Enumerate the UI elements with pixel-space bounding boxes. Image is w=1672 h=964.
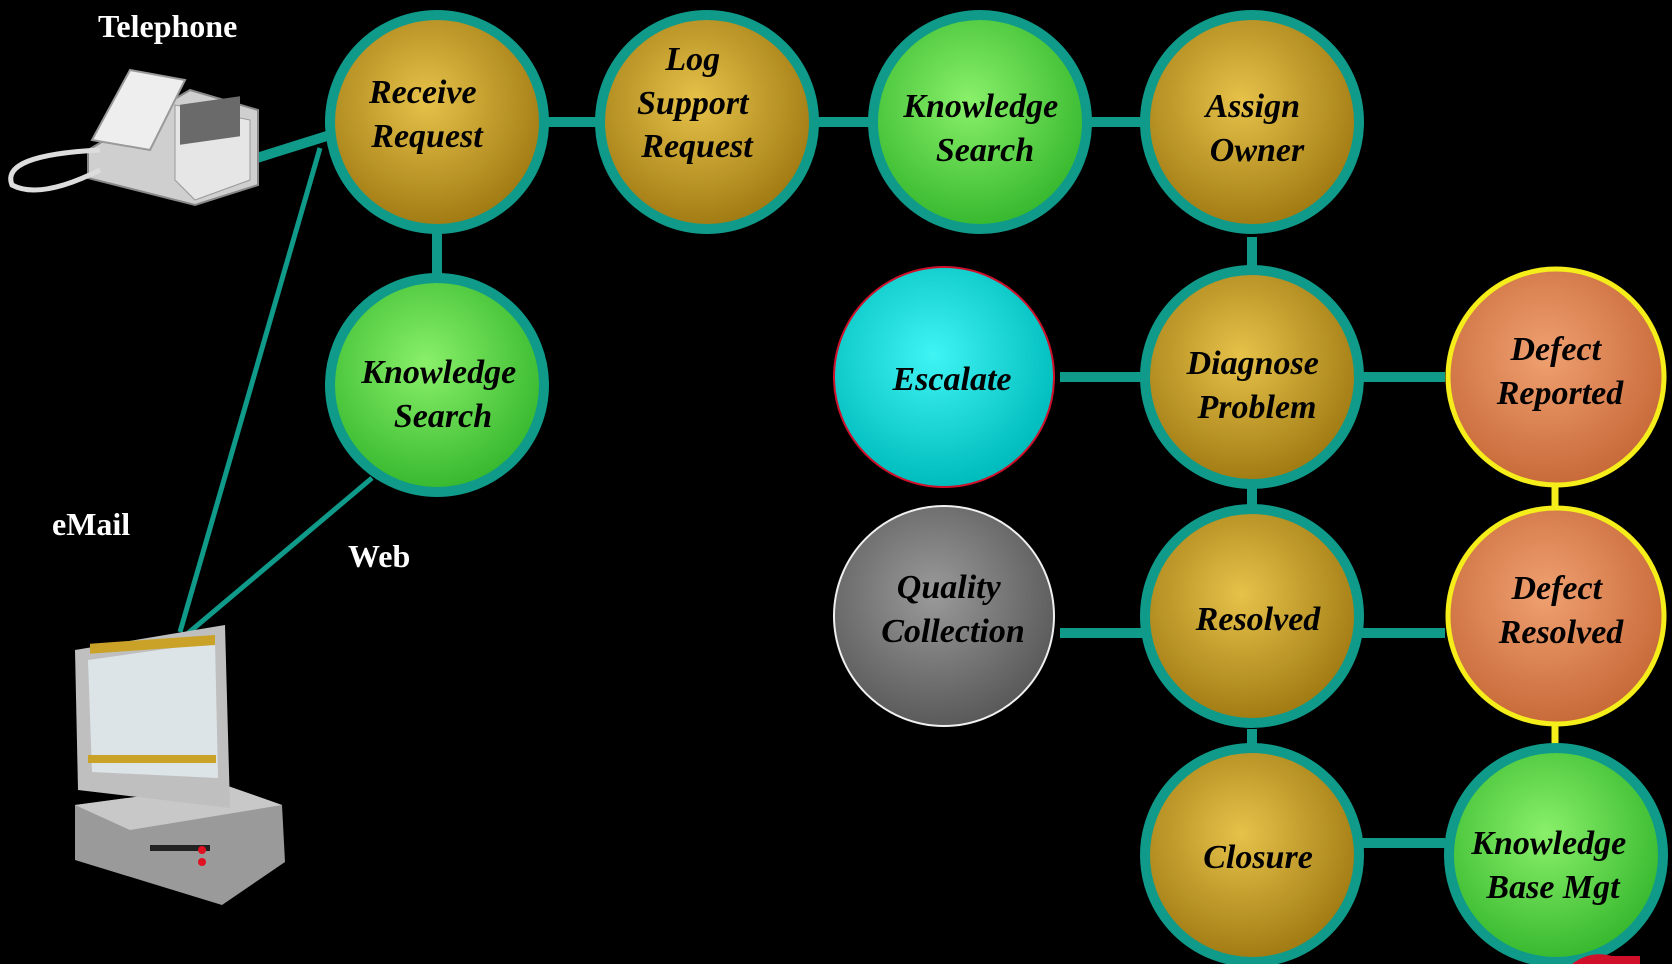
node-defect-resolved: Defect Resolved <box>1445 505 1667 727</box>
node-ksearch-top-line-2: Search <box>936 132 1034 169</box>
node-receive-request-line-2: Request <box>370 118 484 155</box>
node-ksearch-top-line-1: Knowledge <box>902 88 1058 125</box>
email-label: eMail <box>52 506 131 542</box>
node-defect-resolved-line-2: Resolved <box>1498 614 1625 651</box>
node-log-support-request: Log Support Request <box>595 10 819 234</box>
svg-text:Log Support Reques: Log Support Request <box>637 41 757 165</box>
node-assign-owner: Assign Owner <box>1140 10 1364 234</box>
node-closure: Closure <box>1140 743 1364 964</box>
node-log-line-1: Log <box>664 41 720 78</box>
svg-text:Closure: Closure <box>1203 839 1313 876</box>
svg-text:Escalate: Escalate <box>892 361 1012 398</box>
node-ksearch-left-line-1: Knowledge <box>360 354 516 391</box>
node-closure-line-1: Closure <box>1203 839 1313 876</box>
connector-email-receive <box>177 147 323 633</box>
node-assign-owner-line-2: Owner <box>1210 132 1305 169</box>
node-escalate: Escalate <box>833 266 1055 488</box>
svg-text:Diagnose Problem: Diagnose Problem <box>1186 345 1328 426</box>
node-knowledge-base-mgt: Knowledge Base Mgt <box>1444 743 1668 964</box>
svg-text:Assign Owner: Assign Owner <box>1204 88 1309 169</box>
node-kbm-line-1: Knowledge <box>1470 825 1626 862</box>
svg-text:Resolved: Resolved <box>1195 601 1322 638</box>
svg-text:Quality Collection: Quality Collection <box>881 569 1025 650</box>
node-diagnose-problem: Diagnose Problem <box>1140 265 1364 489</box>
web-label: Web <box>348 538 411 574</box>
node-quality-collection: Quality Collection <box>833 505 1055 727</box>
svg-text:Defect Reported: Defect Reported <box>1496 331 1625 412</box>
svg-text:Receive Request: Receive Request <box>368 74 485 155</box>
svg-text:Knowledge Search: Knowledge Search <box>902 88 1066 169</box>
node-resolved-line-1: Resolved <box>1195 601 1322 638</box>
svg-text:Defect Resolved: Defect Resolved <box>1498 570 1625 651</box>
telephone-label: Telephone <box>98 8 238 44</box>
node-quality-line-1: Quality <box>897 569 1002 606</box>
node-assign-owner-line-1: Assign <box>1204 88 1301 125</box>
node-defect-reported-line-1: Defect <box>1509 331 1602 368</box>
node-ksearch-left-line-2: Search <box>394 398 492 435</box>
node-quality-line-2: Collection <box>881 613 1025 650</box>
svg-text:Knowledge Base Mgt: Knowledge Base Mgt <box>1470 825 1634 906</box>
node-knowledge-search-top: Knowledge Search <box>868 10 1092 234</box>
node-defect-resolved-line-1: Defect <box>1510 570 1603 607</box>
node-escalate-line-1: Escalate <box>892 361 1012 398</box>
node-kbm-line-2: Base Mgt <box>1485 869 1621 906</box>
connector-web-knowledge <box>178 476 374 642</box>
node-resolved: Resolved <box>1140 504 1364 728</box>
computer-icon <box>75 625 285 905</box>
node-log-line-2: Support <box>637 85 750 122</box>
node-receive-request: Receive Request <box>325 10 549 234</box>
node-log-line-3: Request <box>640 128 754 165</box>
node-defect-reported: Defect Reported <box>1445 266 1667 488</box>
node-defect-reported-line-2: Reported <box>1496 375 1625 412</box>
node-knowledge-search-left: Knowledge Search <box>325 273 549 497</box>
svg-text:Knowledge Search: Knowledge Search <box>360 354 524 435</box>
telephone-icon <box>8 68 259 207</box>
node-diagnose-line-1: Diagnose <box>1186 345 1319 382</box>
node-receive-request-line-1: Receive <box>368 74 477 111</box>
node-diagnose-line-2: Problem <box>1197 389 1317 426</box>
logo-fragment <box>1572 954 1640 964</box>
